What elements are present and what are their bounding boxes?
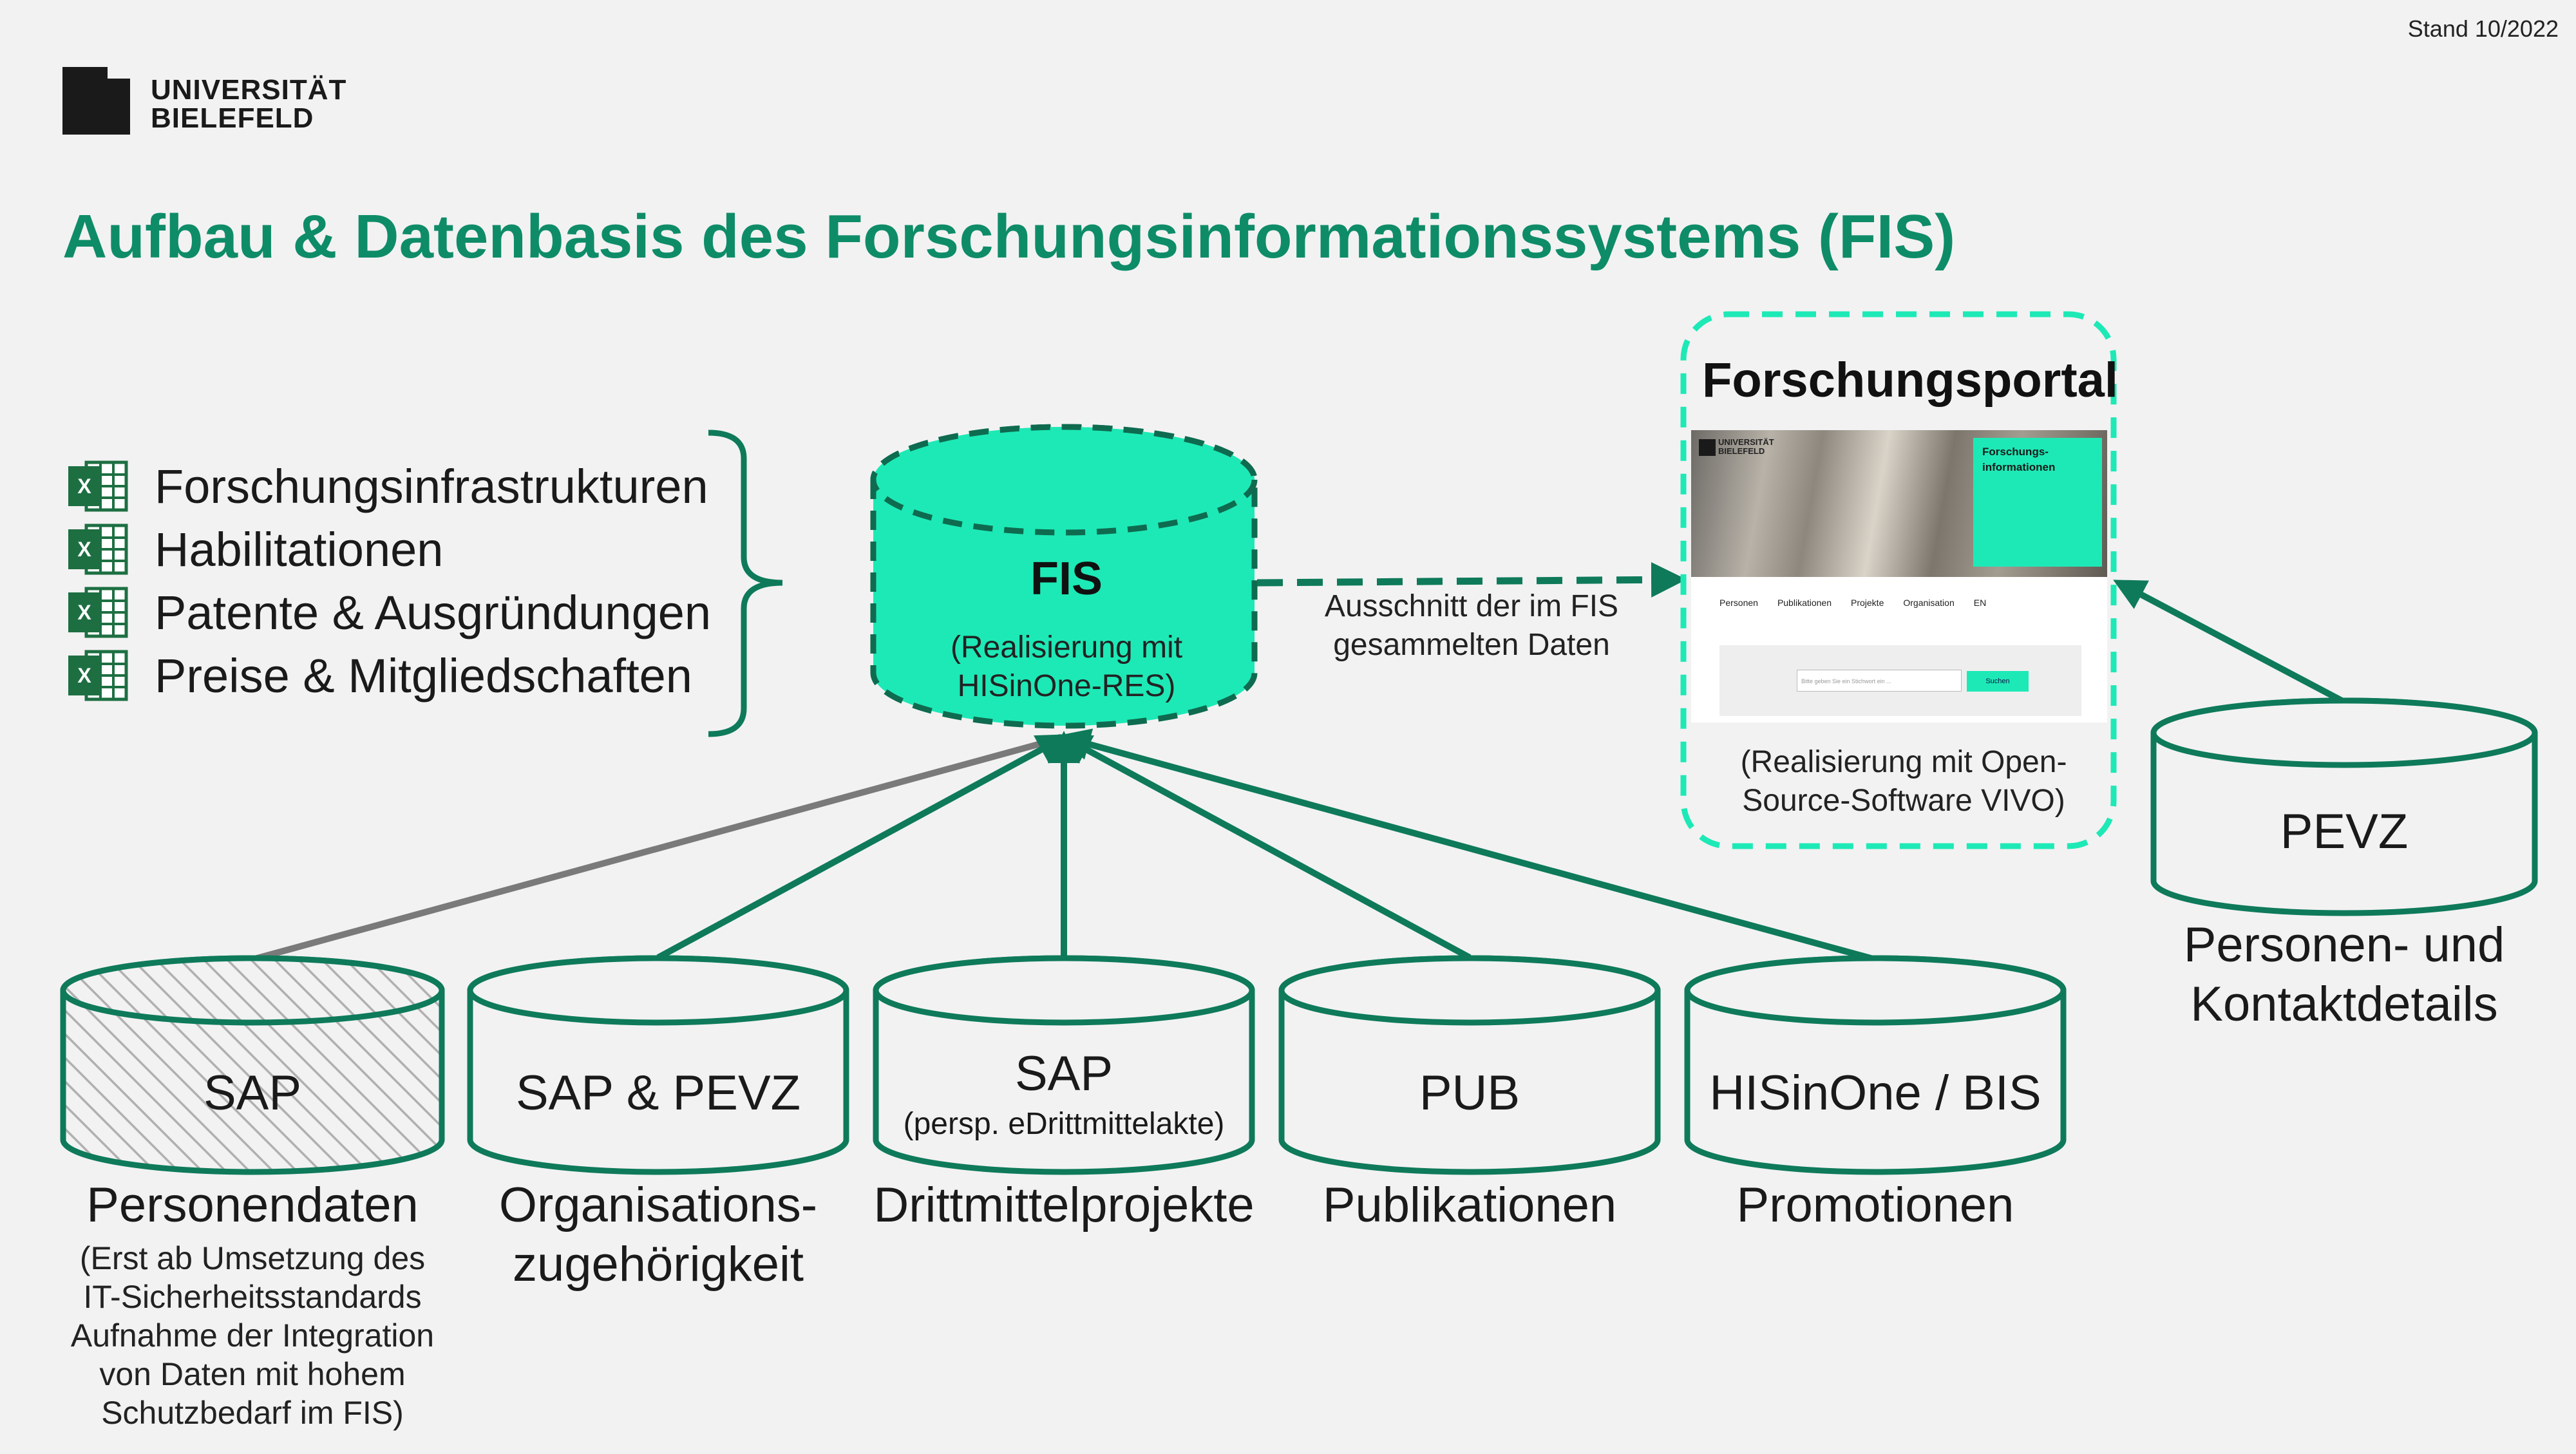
note-line: Schutzbedarf im FIS) xyxy=(101,1395,404,1431)
portal-logo-text: UNIVERSITÄT BIELEFELD xyxy=(1718,438,1774,456)
pevz-cylinder xyxy=(2150,697,2538,916)
portal-nav: Personen Publikationen Projekte Organisa… xyxy=(1691,598,2107,608)
note-line: IT-Sicherheitsstandards xyxy=(83,1279,422,1315)
list-item: X Forschungsinfrastrukturen xyxy=(67,457,708,515)
pevz-caption-line-1: Personen- und xyxy=(2183,918,2505,972)
svg-text:X: X xyxy=(77,664,91,687)
list-item: X Patente & Ausgründungen xyxy=(67,583,711,641)
excel-icon: X xyxy=(68,460,128,512)
svg-text:X: X xyxy=(77,601,91,624)
connection-pub xyxy=(1058,734,1472,961)
university-logo-icon xyxy=(62,67,130,135)
pevz-label: PEVZ xyxy=(2280,804,2409,859)
portal-subtitle: (Realisierung mit Open- Source-Software … xyxy=(1691,743,2116,820)
fis-title: FIS xyxy=(1030,553,1103,605)
caption-line: Organisations- xyxy=(498,1178,818,1232)
list-item-label: Preise & Mitgliedschaften xyxy=(155,648,692,703)
list-item: X Habilitationen xyxy=(67,520,443,578)
source-cylinder-pub xyxy=(1278,955,1661,1175)
source-caption-personendaten: Personendaten xyxy=(86,1178,419,1232)
list-item-label: Forschungsinfrastrukturen xyxy=(155,459,708,513)
page-title: Aufbau & Datenbasis des Forschungsinform… xyxy=(62,202,1956,271)
portal-nav-item[interactable]: Publikationen xyxy=(1777,598,1832,608)
pevz-caption: Personen- und Kontaktdetails xyxy=(2119,916,2570,1034)
logo-line-1: UNIVERSITÄT xyxy=(151,74,347,106)
note-line: Aufnahme der Integration xyxy=(70,1317,435,1354)
source-label-hisinone: HISinOne / BIS xyxy=(1709,1066,2041,1120)
portal-logo-line-1: UNIVERSITÄT xyxy=(1718,437,1774,447)
portal-subtitle-line-2: Source-Software VIVO) xyxy=(1742,784,2065,818)
note-line: von Daten mit hohem xyxy=(99,1356,406,1392)
arrow-label: Ausschnitt der im FIS gesammelten Daten xyxy=(1275,587,1668,665)
portal-nav-item[interactable]: Organisation xyxy=(1903,598,1955,608)
source-cylinder-sap xyxy=(60,955,445,1175)
arrow-label-line-2: gesammelten Daten xyxy=(1333,628,1610,662)
portal-banner xyxy=(1973,438,2102,567)
portal-search-button[interactable]: Suchen xyxy=(1967,671,2029,692)
pevz-caption-line-2: Kontaktdetails xyxy=(2190,977,2498,1032)
source-label-sap-pevz: SAP & PEVZ xyxy=(515,1066,801,1120)
version-stamp: Stand 10/2022 xyxy=(2407,15,2559,42)
connection-pevz-portal xyxy=(2113,580,2346,705)
arrow-label-line-1: Ausschnitt der im FIS xyxy=(1324,589,1619,623)
svg-text:X: X xyxy=(77,475,91,498)
source-caption-promotionen: Promotionen xyxy=(1736,1178,2014,1232)
curly-brace xyxy=(708,430,783,737)
connection-hisinone xyxy=(1057,728,1877,963)
portal-nav-item[interactable]: Personen xyxy=(1719,598,1758,608)
source-caption-organisation: Organisations- zugehörigkeit xyxy=(433,1176,884,1294)
excel-icon: X xyxy=(68,650,128,701)
portal-logo-icon xyxy=(1699,439,1716,456)
svg-text:X: X xyxy=(77,538,91,561)
fis-to-portal-arrow xyxy=(1256,562,1687,598)
connection-sap-personendaten xyxy=(251,734,1065,963)
source-label-pub: PUB xyxy=(1419,1066,1520,1120)
portal-subtitle-line-1: (Realisierung mit Open- xyxy=(1740,745,2067,779)
source-note-personendaten: (Erst ab Umsetzung des IT-Sicherheitssta… xyxy=(27,1239,478,1432)
fis-subtitle: (Realisierung mit HISinOne-RES) xyxy=(873,628,1260,706)
logo-line-2: BIELEFELD xyxy=(151,102,314,134)
portal-search-input[interactable]: Bitte geben Sie ein Stichwort ein ... xyxy=(1797,670,1962,692)
list-item: X Preise & Mitgliedschaften xyxy=(67,647,692,704)
portal-banner-line-1: Forschungs- xyxy=(1982,446,2049,458)
portal-logo-line-2: BIELEFELD xyxy=(1718,446,1765,456)
source-sublabel-sap-drittmittel: (persp. eDrittmittelakte) xyxy=(903,1107,1225,1141)
caption-line: zugehörigkeit xyxy=(512,1237,804,1292)
connection-sap-pevz xyxy=(656,734,1070,961)
source-label-sap-drittmittel: SAP xyxy=(1014,1046,1113,1101)
list-item-label: Habilitationen xyxy=(155,522,444,576)
university-logo-text: UNIVERSITÄT BIELEFELD xyxy=(151,76,346,133)
portal-frame xyxy=(1680,311,2117,849)
source-label-sap: SAP xyxy=(203,1066,302,1120)
portal-nav-item[interactable]: Projekte xyxy=(1851,598,1884,608)
fis-subtitle-line-1: (Realisierung mit xyxy=(950,630,1183,665)
source-caption-publikationen: Publikationen xyxy=(1322,1178,1617,1232)
portal-title: Forschungsportal xyxy=(1701,353,2119,408)
portal-screenshot: UNIVERSITÄT BIELEFELD Forschungs- inform… xyxy=(1691,430,2107,722)
source-cylinder-hisinone xyxy=(1684,955,2067,1175)
source-caption-drittmittel: Drittmittelprojekte xyxy=(873,1178,1255,1232)
note-line: (Erst ab Umsetzung des xyxy=(79,1240,426,1276)
portal-banner-text: Forschungs- informationen xyxy=(1982,444,2055,475)
excel-icon: X xyxy=(68,587,128,638)
source-cylinder-sap-drittmittel xyxy=(873,955,1255,1175)
portal-nav-item[interactable]: EN xyxy=(1973,598,1987,608)
source-cylinder-sap-pevz xyxy=(467,955,849,1175)
fis-cylinder xyxy=(870,424,1258,729)
fis-subtitle-line-2: HISinOne-RES) xyxy=(957,669,1176,703)
portal-banner-line-2: informationen xyxy=(1982,461,2056,473)
list-item-label: Patente & Ausgründungen xyxy=(155,585,712,639)
excel-icon: X xyxy=(68,524,128,575)
